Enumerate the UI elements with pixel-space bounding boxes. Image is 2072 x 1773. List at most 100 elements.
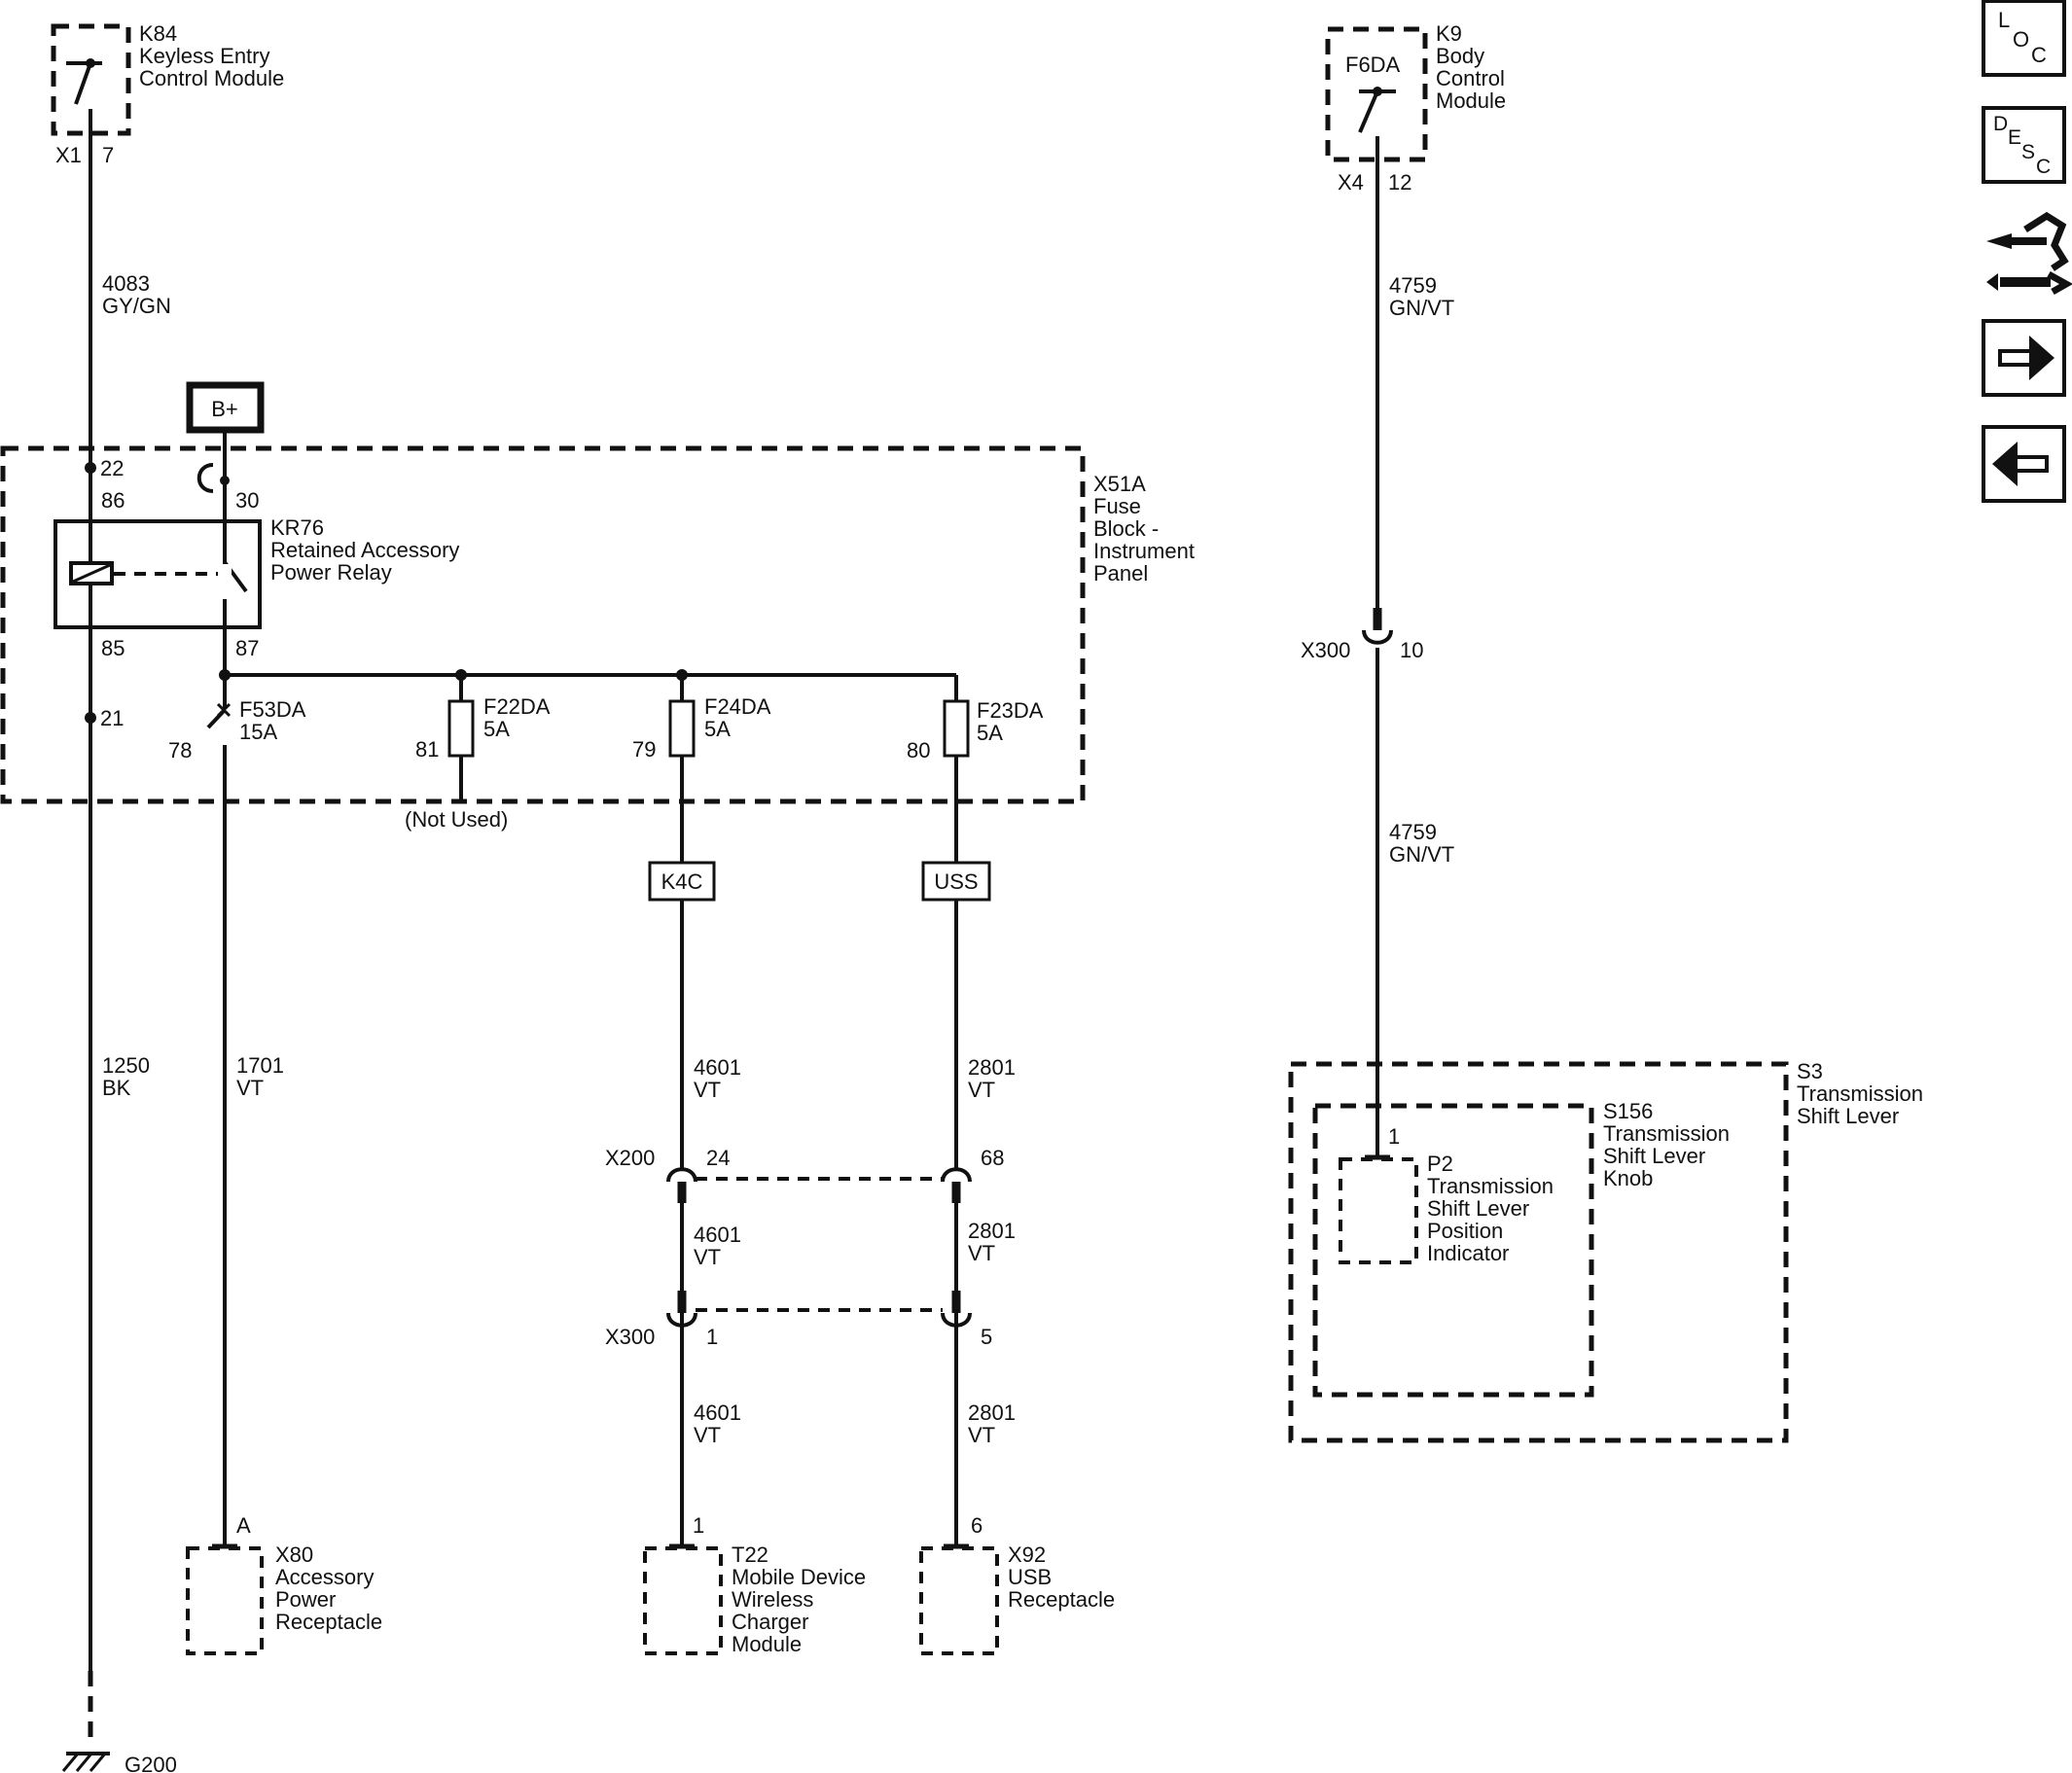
desc-icon: D E S C bbox=[1993, 113, 2051, 178]
k9-module: F6DA K9 Body Control Module X4 12 bbox=[1325, 21, 1506, 195]
pin-79: 79 bbox=[632, 737, 656, 762]
desc-button[interactable]: D E S C bbox=[1982, 106, 2066, 184]
wire-1250-color: BK bbox=[102, 1076, 131, 1100]
svg-text:C: C bbox=[2036, 156, 2051, 178]
loc-button[interactable]: L O C bbox=[1982, 0, 2066, 77]
not-used-label: (Not Used) bbox=[405, 807, 508, 832]
svg-text:O: O bbox=[2013, 27, 2029, 52]
x200-pin-24: 24 bbox=[706, 1146, 730, 1170]
wire-1250-number: 1250 bbox=[102, 1053, 150, 1078]
fuse-f24da-rating: 5A bbox=[704, 717, 731, 741]
wire-2801-number-3: 2801 bbox=[968, 1401, 1016, 1425]
x80-label-3: Receptacle bbox=[275, 1610, 382, 1634]
wire-1701-number: 1701 bbox=[236, 1053, 284, 1078]
t22-label-4: Module bbox=[732, 1632, 802, 1656]
fuse-f22da-rating: 5A bbox=[483, 717, 510, 741]
wire-2801-color-1: VT bbox=[968, 1078, 995, 1102]
fuse-f24da-name: F24DA bbox=[704, 694, 771, 719]
arrow-left-icon bbox=[1992, 442, 2049, 486]
s156-label-1: Transmission bbox=[1603, 1121, 1730, 1146]
fuse-f53da: F53DA 15A 78 bbox=[168, 697, 306, 762]
k84-pin: 7 bbox=[102, 143, 114, 167]
p2-shift-lever-position-indicator: 1 P2 Transmission Shift Lever Position I… bbox=[1339, 1124, 1554, 1265]
x200-pin-68: 68 bbox=[981, 1146, 1004, 1170]
t22-label-3: Charger bbox=[732, 1610, 808, 1634]
g200-ground: G200 bbox=[61, 1671, 177, 1773]
wire-2801-number-2: 2801 bbox=[968, 1219, 1016, 1243]
t22-label-2: Wireless bbox=[732, 1587, 813, 1612]
s156-label-3: Knob bbox=[1603, 1166, 1653, 1190]
s156-ref: S156 bbox=[1603, 1099, 1653, 1123]
k4c-label: K4C bbox=[661, 869, 703, 894]
wire-2801-color-2: VT bbox=[968, 1241, 995, 1265]
pin-78: 78 bbox=[168, 738, 192, 762]
k9-label-1: Body bbox=[1436, 44, 1484, 68]
relay-pin-87: 87 bbox=[235, 636, 259, 660]
svg-text:S: S bbox=[2021, 141, 2035, 163]
x300-connector-left: X300 1 5 bbox=[605, 1291, 992, 1349]
svg-text:E: E bbox=[2008, 126, 2021, 149]
fuse-f22da-name: F22DA bbox=[483, 694, 551, 719]
kr76-relay: 86 30 85 87 KR76 Retained Accessory Powe… bbox=[54, 488, 459, 660]
x80-pin: A bbox=[236, 1513, 251, 1538]
x51a-fuse-block bbox=[0, 445, 1086, 804]
k9-ref: K9 bbox=[1436, 21, 1462, 46]
x300-left-pin-5: 5 bbox=[981, 1325, 992, 1349]
x51a-ref: X51A bbox=[1093, 472, 1146, 496]
x300-left-pin-1: 1 bbox=[706, 1325, 718, 1349]
k84-module: K84 Keyless Entry Control Module X1 7 bbox=[51, 21, 284, 167]
pin-21: 21 bbox=[100, 706, 124, 730]
x51a-label-3: Instrument bbox=[1093, 539, 1195, 563]
s3-transmission-shift-lever bbox=[1288, 1061, 1789, 1443]
t22-label-1: Mobile Device bbox=[732, 1565, 866, 1589]
bplus-connector-symbol bbox=[196, 463, 214, 493]
x92-pin: 6 bbox=[971, 1513, 982, 1538]
x92-usb-receptacle: 6 X92 USB Receptacle bbox=[919, 1513, 1115, 1655]
k9-label-3: Module bbox=[1436, 89, 1506, 113]
wire-2801-number-1: 2801 bbox=[968, 1055, 1016, 1080]
previous-button[interactable] bbox=[1982, 425, 2066, 503]
k84-ref: K84 bbox=[139, 21, 177, 46]
k84-connector: X1 bbox=[55, 143, 82, 167]
connector-tool-icon bbox=[1986, 211, 2072, 296]
uss-label: USS bbox=[934, 869, 978, 894]
s3-ref: S3 bbox=[1797, 1059, 1823, 1083]
p2-ref: P2 bbox=[1427, 1152, 1453, 1176]
battery-positive: B+ bbox=[186, 381, 265, 434]
kr76-ref: KR76 bbox=[270, 515, 324, 540]
x51a-label-1: Fuse bbox=[1093, 494, 1141, 518]
wire-4601-number-1: 4601 bbox=[694, 1055, 741, 1080]
x80-accessory-power-receptacle: A X80 Accessory Power Receptacle bbox=[186, 1513, 382, 1655]
fuse-f24da: F24DA 5A 79 bbox=[632, 694, 771, 762]
g200-label: G200 bbox=[125, 1753, 177, 1773]
x200-connector: X200 24 68 bbox=[605, 1146, 1004, 1203]
kr76-label-1: Retained Accessory bbox=[270, 538, 459, 562]
connector-tool-button[interactable] bbox=[1986, 211, 2072, 296]
svg-text:C: C bbox=[2031, 43, 2047, 67]
next-button[interactable] bbox=[1982, 319, 2066, 397]
x300-right-pin: 10 bbox=[1400, 638, 1423, 662]
x80-ref: X80 bbox=[275, 1543, 313, 1567]
s3-label-1: Transmission bbox=[1797, 1082, 1923, 1106]
p2-label-2: Shift Lever bbox=[1427, 1196, 1529, 1221]
relay-pin-86: 86 bbox=[101, 488, 125, 513]
wire-4601-number-2: 4601 bbox=[694, 1223, 741, 1247]
wire-4759-color-1: GN/VT bbox=[1389, 296, 1454, 320]
svg-text:D: D bbox=[1993, 113, 2008, 135]
p2-pin: 1 bbox=[1388, 1124, 1400, 1149]
t22-wireless-charger-module: 1 T22 Mobile Device Wireless Charger Mod… bbox=[643, 1513, 866, 1656]
fuse-f23da-rating: 5A bbox=[977, 721, 1003, 745]
fuse-f23da-name: F23DA bbox=[977, 698, 1044, 723]
x300-left-name: X300 bbox=[605, 1325, 655, 1349]
x80-label-1: Accessory bbox=[275, 1565, 374, 1589]
fuse-f53da-name: F53DA bbox=[239, 697, 306, 722]
x92-label-2: Receptacle bbox=[1008, 1587, 1115, 1612]
wire-4759-number-1: 4759 bbox=[1389, 273, 1437, 298]
s156-shift-lever-knob bbox=[1312, 1103, 1594, 1398]
p2-label-1: Transmission bbox=[1427, 1174, 1554, 1198]
bplus-label: B+ bbox=[211, 397, 238, 421]
fuse-f23da: F23DA 5A 80 bbox=[907, 698, 1044, 762]
relay-pin-85: 85 bbox=[101, 636, 125, 660]
k4c-option-box: K4C bbox=[648, 861, 716, 902]
